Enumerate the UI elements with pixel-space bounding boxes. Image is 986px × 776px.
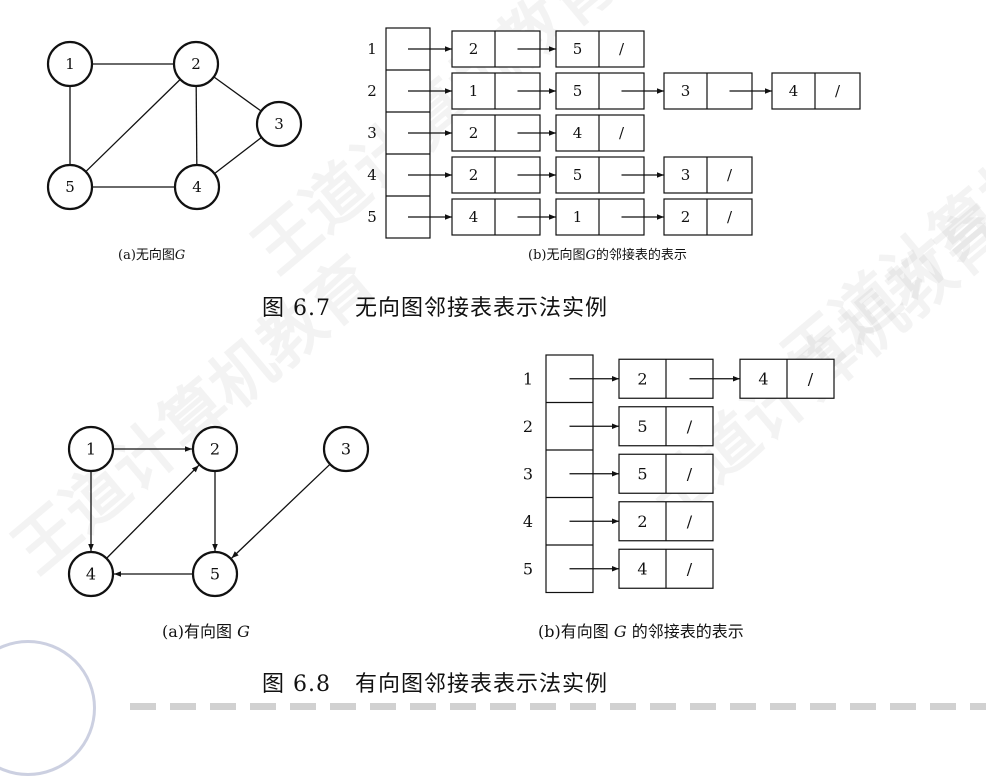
adjvex-5: 5 [573,166,583,184]
adjvex-2: 2 [681,208,691,226]
adjvex-1: 1 [573,208,583,226]
caption-undirected-list: (b)无向图G的邻接表的表示 [528,248,687,263]
vertex-label-5: 5 [65,178,75,196]
vertex-3 [255,100,303,148]
adjvex-2: 2 [469,124,479,142]
caption-directed-list: (b)有向图 G 的邻接表的表示 [538,622,744,641]
edge-2-5 [86,78,181,172]
vertex-index-3: 3 [367,124,377,142]
vertex-2 [191,425,239,473]
null-pointer: / [727,208,733,226]
vertex-index-3: 3 [523,464,533,483]
edge-node [663,198,753,236]
vertex-index-1: 1 [367,40,377,58]
vertex-index-4: 4 [367,166,377,184]
vertex-label-4: 4 [86,565,96,584]
vertex-5 [46,163,94,211]
vertex-3 [322,425,370,473]
null-pointer: / [687,512,693,531]
adjvex-4: 4 [637,559,647,578]
adjvex-5: 5 [573,82,583,100]
vertex-4 [67,550,115,598]
adjvex-3: 3 [681,82,691,100]
edge-node [771,72,861,110]
adjvex-5: 5 [637,464,647,483]
vertex-label-4: 4 [192,178,202,196]
vertex-label-3: 3 [274,115,284,133]
bottom-divider [130,703,986,710]
null-pointer: / [619,40,625,58]
null-pointer: / [835,82,841,100]
vertex-label-3: 3 [341,440,351,459]
vertex-label-5: 5 [210,565,220,584]
vertex-4 [173,163,221,211]
null-pointer: / [687,559,693,578]
vertex-index-5: 5 [367,208,377,226]
edge-2-3 [213,76,261,112]
directed-adjacency-list: 1 2 4 / 2 5 / 3 5 / 4 2 / 5 4 / [523,354,835,594]
vertex-5 [191,550,239,598]
null-pointer: / [619,124,625,142]
adjvex-2: 2 [637,369,647,388]
adjvex-4: 4 [573,124,583,142]
undirected-adjacency-list: 1 2 5 / 2 1 5 3 4 / 3 2 4 / 4 2 5 3 / 5 4 1 2 / [367,27,861,239]
vertex-index-2: 2 [523,417,533,436]
adjvex-4: 4 [789,82,799,100]
edge-node [555,114,645,152]
adjvex-4: 4 [469,208,479,226]
arc-3-5 [231,463,331,559]
adjvex-5: 5 [573,40,583,58]
vertex-index-1: 1 [523,369,533,388]
caption-directed-graph: (a)有向图 G [162,622,250,641]
vertex-2 [172,40,220,88]
edge-3-4 [214,136,262,174]
caption-undirected-graph: (a)无向图G [118,248,186,263]
adjvex-5: 5 [637,417,647,436]
vertex-label-1: 1 [86,440,96,459]
edge-node [555,30,645,68]
null-pointer: / [808,369,814,388]
vertex-1 [67,425,115,473]
adjvex-2: 2 [469,166,479,184]
arc-4-2 [106,464,200,559]
vertex-label-1: 1 [65,55,75,73]
edge-node [663,156,753,194]
vertex-1 [46,40,94,88]
vertex-index-4: 4 [523,512,533,531]
vertex-label-2: 2 [210,440,220,459]
diagram-canvas: 1 2 3 4 5 1 2 5 / 2 1 5 3 4 / 3 2 4 / 4 2 5 3 / 5 4 1 2 / 1 2 3 4 5 1 2 4… [46,27,861,598]
adjvex-3: 3 [681,166,691,184]
undirected-graph: 1 2 3 4 5 [46,40,303,211]
null-pointer: / [727,166,733,184]
adjvex-1: 1 [469,82,479,100]
figure-title-6-8: 图 6.8 有向图邻接表表示法实例 [262,672,608,697]
null-pointer: / [687,417,693,436]
directed-graph: 1 2 3 4 5 [67,425,370,598]
adjvex-4: 4 [758,369,768,388]
vertex-index-2: 2 [367,82,377,100]
adjvex-2: 2 [469,40,479,58]
figure-title-6-7: 图 6.7 无向图邻接表表示法实例 [262,296,608,321]
adjvex-2: 2 [637,512,647,531]
vertex-label-2: 2 [191,55,201,73]
edge-2-4 [195,85,198,165]
null-pointer: / [687,464,693,483]
vertex-index-5: 5 [523,559,533,578]
